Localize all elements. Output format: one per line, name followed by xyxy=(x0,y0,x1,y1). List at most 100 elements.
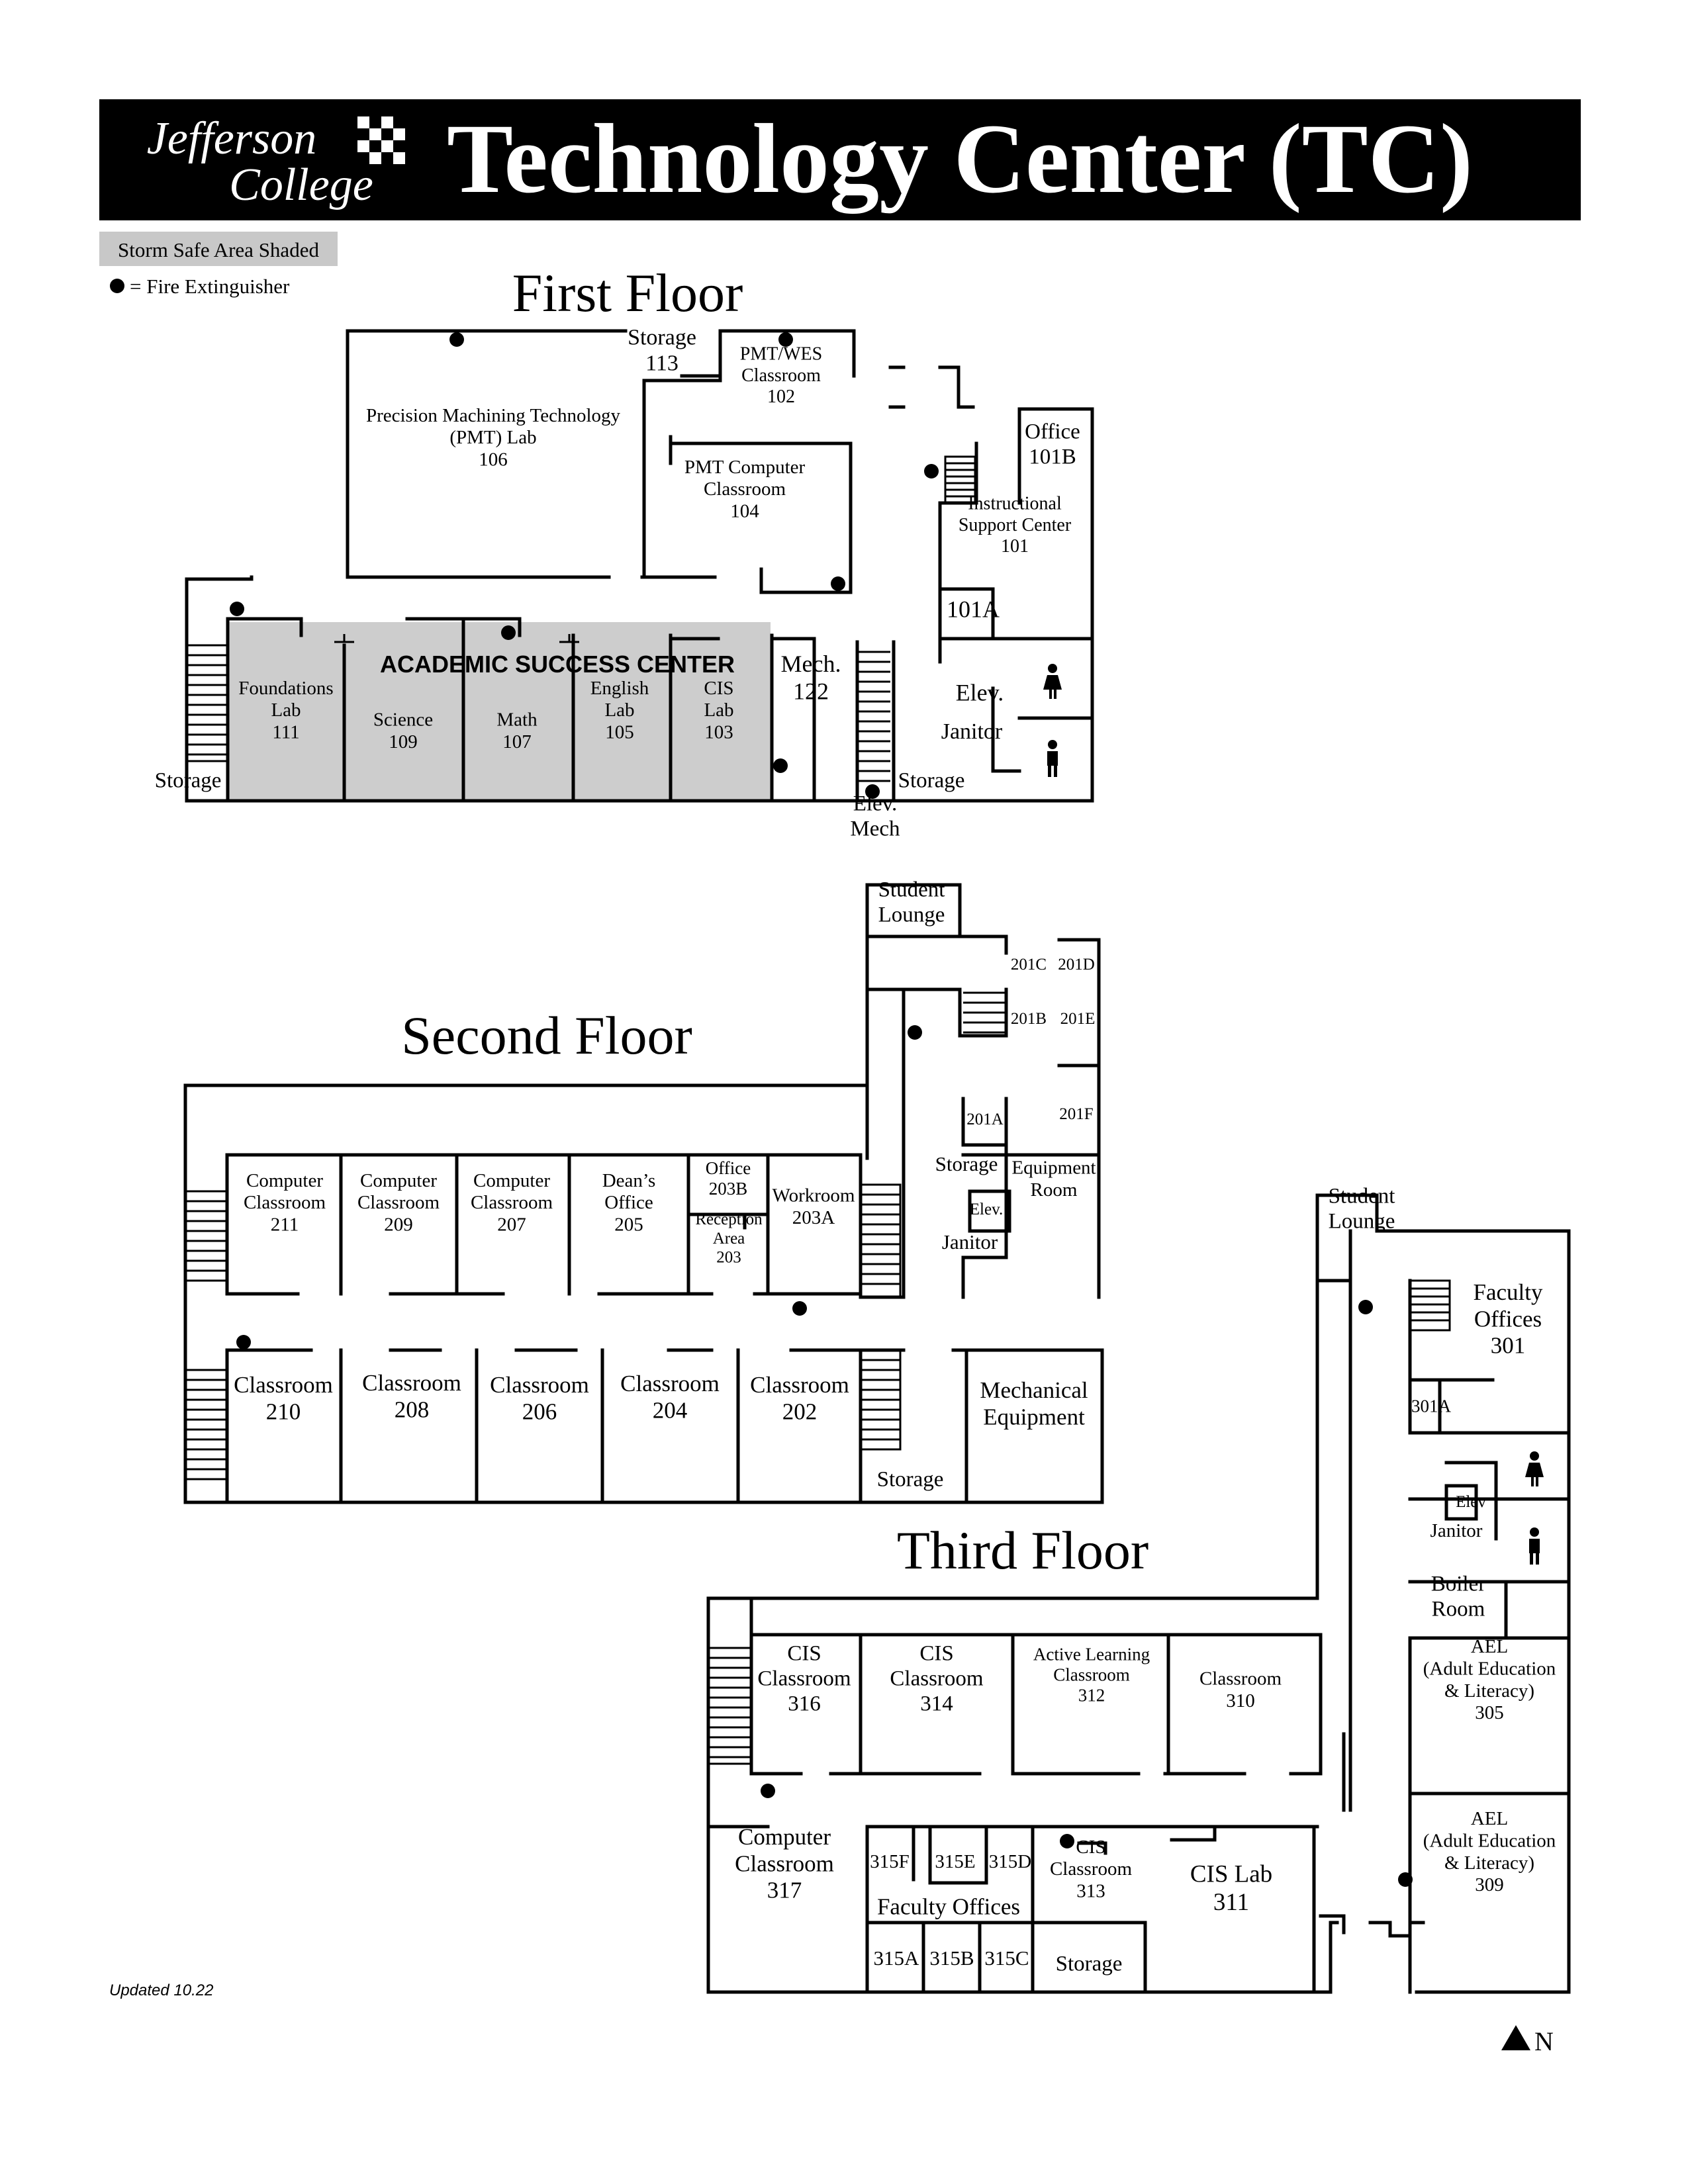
room-label-line: English xyxy=(590,678,649,699)
room-label-line: Lab xyxy=(604,700,634,721)
room-label-line: (Adult Education xyxy=(1423,1658,1556,1679)
room-label-line: Storage xyxy=(898,769,965,793)
room-label-line: Classroom xyxy=(757,1667,851,1691)
room-label-line: Classroom xyxy=(244,1192,326,1213)
room-label-line: Mech xyxy=(850,817,900,841)
room-label-line: Computer xyxy=(738,1824,831,1850)
room-label: 201A xyxy=(966,1111,1004,1128)
room-label-line: 101A xyxy=(947,596,1000,623)
room-label: Janitor xyxy=(1430,1520,1483,1541)
room-label-line: 315E xyxy=(935,1851,975,1872)
room-label-line: Storage xyxy=(1056,1952,1123,1976)
room-label-line: Storage xyxy=(877,1468,944,1492)
room-label-line: PMT/WES xyxy=(740,344,822,365)
room-label-line: Mech. xyxy=(781,651,841,677)
room-label-line: 314 xyxy=(920,1692,953,1716)
room-label-line: CIS xyxy=(704,678,733,699)
room-label-line: Student xyxy=(1329,1185,1395,1208)
room-label-line: 316 xyxy=(788,1692,821,1716)
men-restroom-icon-third xyxy=(1529,1527,1540,1565)
second-floor-title: Second Floor xyxy=(401,1005,692,1066)
room-label: Janitor xyxy=(941,719,1003,744)
room-label-line: Lab xyxy=(271,700,301,721)
room-label-line: 209 xyxy=(384,1214,413,1236)
room-label-line: Elev. xyxy=(956,680,1004,706)
room-label-line: Precision Machining Technology xyxy=(366,405,621,426)
room-label-line: 301A xyxy=(1411,1396,1452,1416)
women-restroom-icon xyxy=(1043,664,1062,699)
room-label-line: Elev xyxy=(1456,1493,1486,1511)
north-arrow-icon xyxy=(1501,2025,1530,2050)
room-label-line: Mechanical xyxy=(980,1377,1088,1403)
room-label: Storage xyxy=(155,769,222,793)
room-label-line: 312 xyxy=(1078,1686,1105,1706)
room-label-line: 315A xyxy=(874,1946,920,1970)
room-label-line: 201A xyxy=(966,1111,1004,1128)
room-label-line: (Adult Education xyxy=(1423,1830,1556,1851)
room-label-line: Classroom xyxy=(1199,1668,1282,1689)
second-floor-stairs-west-upper xyxy=(185,1190,227,1282)
room-label-line: Classroom xyxy=(741,365,821,386)
room-label-line: 201B xyxy=(1011,1010,1047,1028)
room-label-line: Storage xyxy=(935,1152,998,1175)
room-label-line: 201C xyxy=(1011,956,1047,974)
fire-extinguisher-legend-icon xyxy=(110,279,124,293)
room-label-line: Office xyxy=(706,1158,751,1178)
room-label-line: CIS xyxy=(919,1642,953,1666)
room-label: Elev. xyxy=(970,1201,1003,1218)
room-label-line: Reception xyxy=(695,1210,763,1228)
room-label-line: Support Center xyxy=(959,515,1072,535)
room-label: AEL(Adult Education& Literacy)305 xyxy=(1423,1636,1556,1723)
logo-line2: College xyxy=(229,159,373,210)
room-label: Storage xyxy=(898,769,965,793)
room-label-line: Classroom xyxy=(1053,1664,1130,1684)
room-label-line: 202 xyxy=(782,1398,818,1424)
room-label: 201E xyxy=(1060,1010,1096,1028)
second-floor-plan xyxy=(183,883,1104,1504)
room-label: 315C xyxy=(984,1946,1029,1970)
room-label-line: Elev. xyxy=(853,792,898,816)
room-label-line: 109 xyxy=(389,731,418,752)
room-label: 201C xyxy=(1011,956,1047,974)
room-label-line: 207 xyxy=(497,1214,526,1236)
room-label: Mech.122 xyxy=(781,651,841,704)
room-label-line: 210 xyxy=(266,1398,301,1424)
room-label-line: Classroom xyxy=(1050,1858,1133,1880)
room-label: Storage xyxy=(935,1152,998,1175)
room-label-line: Computer xyxy=(360,1170,437,1191)
room-label: 315A xyxy=(874,1946,920,1970)
room-label-line: Equipment xyxy=(1011,1157,1096,1178)
room-label-line: 105 xyxy=(605,722,634,743)
room-label: Elev xyxy=(1456,1493,1486,1511)
room-label-line: Room xyxy=(1432,1598,1485,1621)
room-label: 201F xyxy=(1059,1105,1093,1123)
room-label-line: Instructional xyxy=(968,494,1062,514)
room-label-line: 315C xyxy=(984,1946,1029,1970)
room-label-line: 204 xyxy=(653,1397,688,1423)
room-label-line: 301 xyxy=(1491,1333,1526,1359)
room-label-line: Active Learning xyxy=(1033,1644,1150,1664)
room-label-line: 101B xyxy=(1029,445,1076,469)
room-label-line: 203A xyxy=(792,1207,835,1228)
second-floor-stairs-east xyxy=(963,991,1006,1034)
room-label-line: AEL xyxy=(1471,1636,1508,1657)
